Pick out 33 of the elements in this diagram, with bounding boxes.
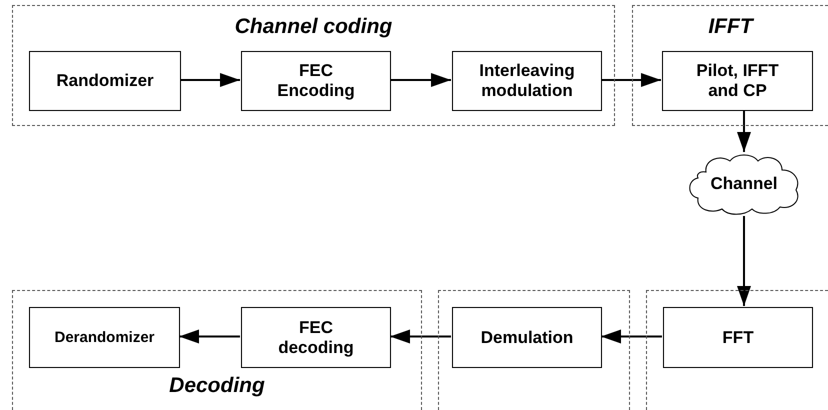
arrow <box>179 330 240 344</box>
dashed-group-frame <box>632 5 828 126</box>
dashed-group-frame <box>438 290 630 410</box>
box-label: Derandomizer <box>54 328 155 346</box>
process-box <box>241 307 391 368</box>
group-title: Channel coding <box>234 16 392 37</box>
process-box <box>29 51 181 111</box>
box-label: Pilot, IFFT and CP <box>695 61 780 101</box>
arrow <box>180 73 240 87</box>
dashed-group-frame <box>12 290 422 410</box>
process-box <box>241 51 391 111</box>
process-box <box>452 307 602 368</box>
box-label: Interleaving modulation <box>478 61 576 101</box>
box-label: Randomizer <box>56 71 154 91</box>
cloud-label: Channel <box>710 173 778 196</box>
arrow <box>390 73 451 87</box>
process-box <box>29 307 180 368</box>
group-title: Decoding <box>169 375 265 396</box>
arrow <box>390 330 451 344</box>
box-label: FEC Encoding <box>276 61 356 101</box>
arrow <box>737 110 751 152</box>
box-label: FFT <box>722 328 754 348</box>
dashed-group-frame <box>12 5 615 126</box>
arrow <box>601 73 661 87</box>
group-title: IFFT <box>708 16 753 37</box>
process-box <box>663 307 813 368</box>
process-box <box>452 51 602 111</box>
process-box <box>662 51 813 111</box>
dashed-group-frame <box>646 290 828 410</box>
arrow <box>737 216 751 306</box>
arrow <box>601 330 662 344</box>
box-label: FEC decoding <box>277 318 355 358</box>
box-label: Demulation <box>480 328 574 348</box>
